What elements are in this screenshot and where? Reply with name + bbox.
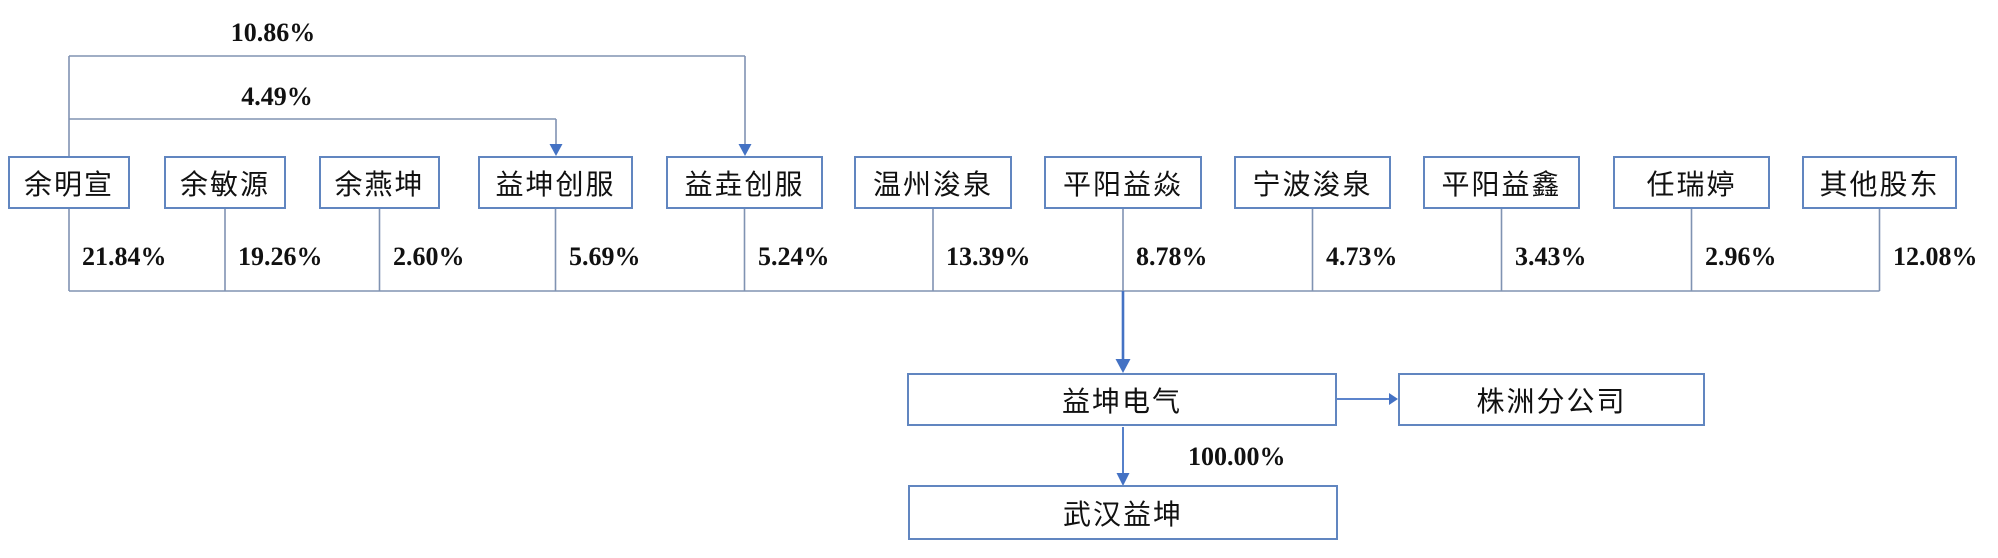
- subsidiary-name: 武汉益坤: [1062, 499, 1183, 531]
- ownership-pct-label: 3.43%: [1515, 242, 1587, 271]
- shareholder-box: 益垚创服: [666, 156, 823, 209]
- branch-name: 株洲分公司: [1476, 386, 1627, 418]
- shareholder-name: 温州浚泉: [872, 169, 993, 201]
- arrowhead-into-company: [1115, 359, 1131, 373]
- shareholder-name: 余明宣: [23, 169, 114, 201]
- crossholding-pct-label: 10.86%: [230, 18, 316, 47]
- arrowhead-into-subsidiary: [1116, 473, 1130, 486]
- shareholder-name: 益坤创服: [495, 169, 616, 201]
- shareholder-name: 平阳益鑫: [1441, 169, 1562, 201]
- ownership-pct-label: 4.73%: [1326, 242, 1398, 271]
- branch-box: 株洲分公司: [1398, 373, 1705, 426]
- ownership-pct-label: 19.26%: [238, 242, 323, 271]
- shareholder-box: 余敏源: [164, 156, 286, 209]
- shareholder-box: 任瑞婷: [1613, 156, 1770, 209]
- shareholder-box: 平阳益焱: [1044, 156, 1202, 209]
- arrowhead-into-yiyao: [738, 144, 752, 156]
- shareholder-name: 任瑞婷: [1646, 169, 1737, 201]
- shareholder-name: 平阳益焱: [1062, 169, 1183, 201]
- shareholder-name: 宁波浚泉: [1252, 169, 1373, 201]
- company-name: 益坤电气: [1061, 386, 1182, 418]
- ownership-pct-label: 2.60%: [393, 242, 465, 271]
- shareholder-box: 余明宣: [8, 156, 130, 209]
- shareholder-box: 温州浚泉: [854, 156, 1012, 209]
- subsidiary-box: 武汉益坤: [908, 485, 1338, 540]
- crossholding-pct-label: 4.49%: [241, 82, 313, 111]
- shareholder-name: 其他股东: [1819, 169, 1940, 201]
- arrowhead-into-branch: [1389, 393, 1398, 405]
- shareholder-box: 益坤创服: [478, 156, 633, 209]
- ownership-pct-label: 21.84%: [82, 242, 167, 271]
- shareholder-name: 余敏源: [179, 169, 270, 201]
- company-box: 益坤电气: [907, 373, 1337, 426]
- subsidiary-pct-label: 100.00%: [1188, 442, 1286, 471]
- shareholder-box: 平阳益鑫: [1423, 156, 1580, 209]
- shareholder-box: 宁波浚泉: [1234, 156, 1391, 209]
- ownership-pct-label: 8.78%: [1136, 242, 1208, 271]
- shareholder-name: 余燕坤: [334, 169, 425, 201]
- ownership-pct-label: 5.69%: [569, 242, 641, 271]
- shareholder-name: 益垚创服: [684, 169, 805, 201]
- ownership-pct-label: 13.39%: [946, 242, 1031, 271]
- ownership-pct-label: 2.96%: [1705, 242, 1777, 271]
- arrowhead-into-yikunchuangfu: [549, 144, 563, 156]
- shareholder-box: 其他股东: [1802, 156, 1957, 209]
- ownership-pct-label: 12.08%: [1893, 242, 1978, 271]
- ownership-pct-label: 5.24%: [758, 242, 830, 271]
- shareholder-box: 余燕坤: [319, 156, 440, 209]
